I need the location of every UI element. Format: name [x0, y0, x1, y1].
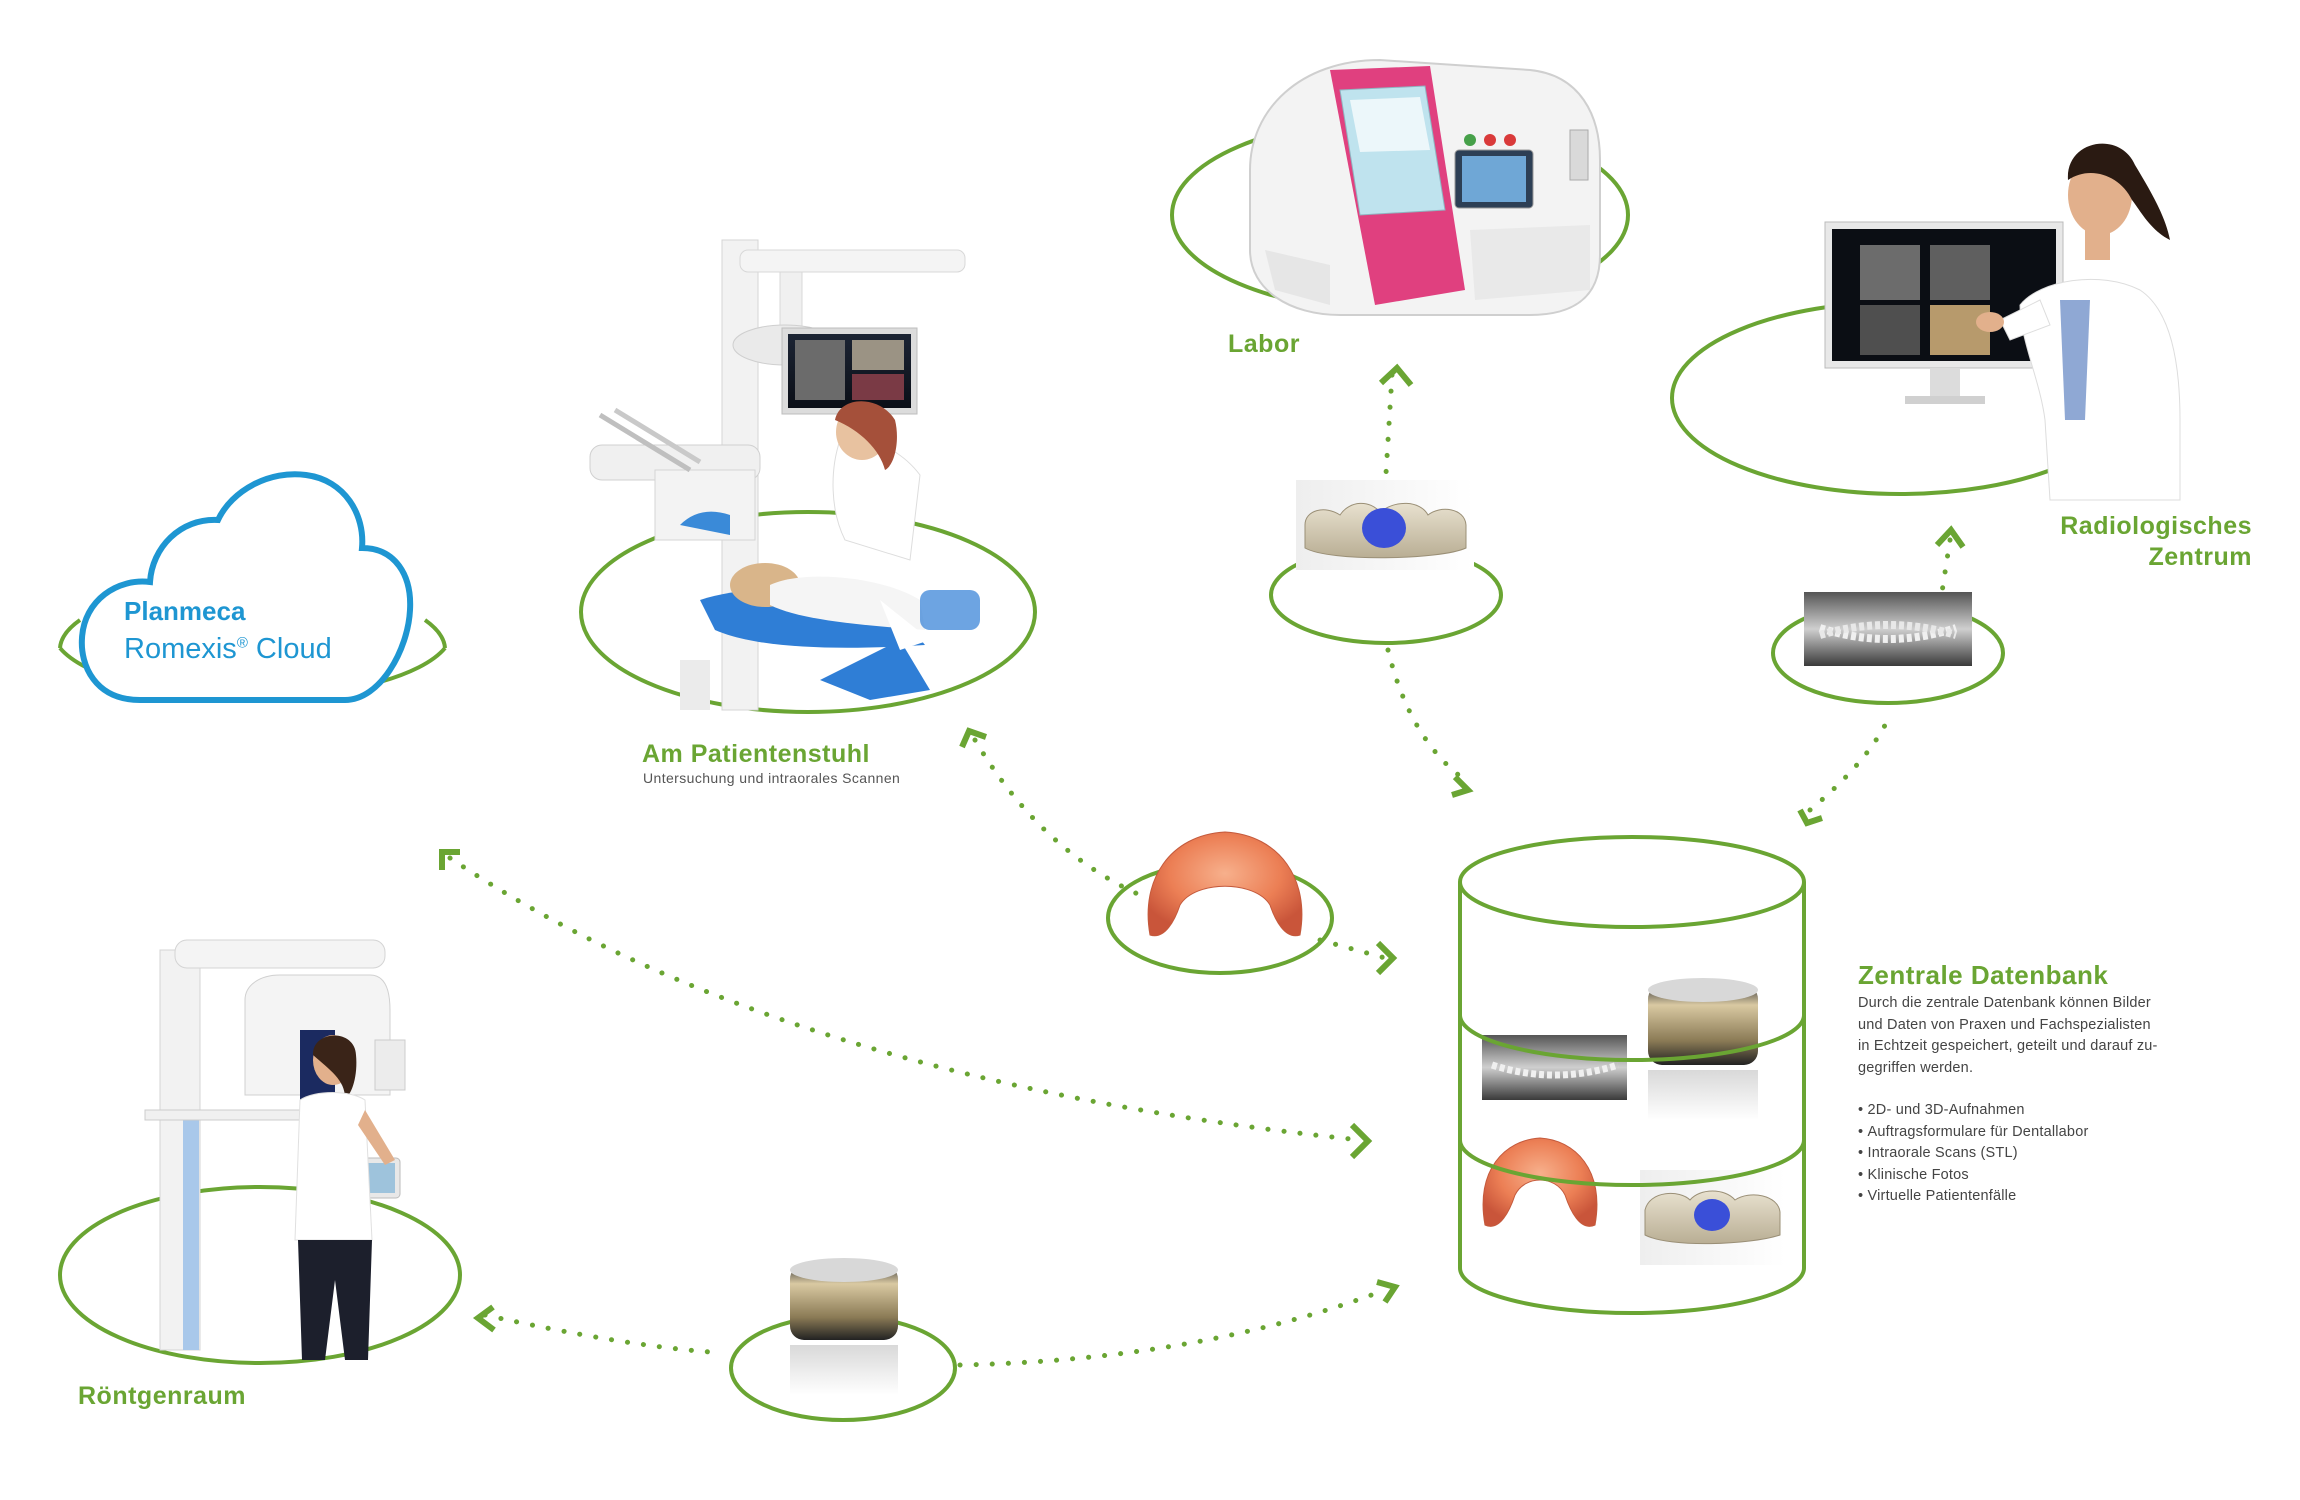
cloud-product-registered: ®: [236, 634, 248, 652]
cbct-reflection: [790, 1345, 898, 1395]
arrowheads: [439, 363, 1966, 1333]
central-db-title: Zentrale Datenbank: [1858, 960, 2109, 990]
chair-ellipse: [579, 510, 1037, 714]
connectors: [447, 372, 1953, 1368]
dental-unit-illustration: [589, 239, 980, 711]
cloud-product-suffix: Cloud: [247, 633, 332, 665]
intraoral-arch: [1147, 831, 1303, 937]
xray-patient-illustration: [294, 1035, 395, 1360]
connector-3d-to-db: [957, 1287, 1388, 1368]
connector-chair-to-scan: [972, 737, 1143, 898]
cloud-label: Planmeca Romexis® Cloud: [124, 596, 332, 666]
central-db-bullet: Klinische Fotos: [1858, 1165, 2158, 1187]
radiology-title-line2: Zentrum: [2148, 543, 2252, 571]
db-cylinder-outline: [1458, 835, 1806, 1315]
db-contents: [1482, 978, 1785, 1265]
xray-room-title: Röntgenraum: [78, 1382, 246, 1410]
arrowhead-lab: [1378, 363, 1414, 387]
xray-room-ellipse: [58, 1185, 462, 1365]
db-intraoral-arch: [1482, 1137, 1598, 1227]
patient-chair-node: [579, 239, 1037, 714]
stl-blue-tooth: [1362, 508, 1406, 548]
arrowhead-db-3d: [1376, 1279, 1400, 1304]
cloud-product-name: Romexis® Cloud: [124, 633, 332, 666]
central-db-desc-line: und Daten von Praxen und Fachspezialiste…: [1858, 1016, 2151, 1033]
connector-lab-to-stl: [1382, 372, 1395, 493]
central-db-text-block: Zentrale Datenbank Durch die zentrale Da…: [1858, 960, 2158, 1208]
arrowhead-xray: [472, 1304, 496, 1333]
central-db-bullet-list: 2D- und 3D-Aufnahmen Auftragsformulare f…: [1858, 1100, 2158, 1208]
intraoral-scan-node: [1106, 831, 1334, 975]
central-db-bullet: Auftragsformulare für Dentallabor: [1858, 1122, 2158, 1144]
radiology-node: [1670, 143, 2181, 501]
arrowhead-db-left-top: [1349, 1122, 1373, 1160]
radiologist-illustration: [1976, 143, 2181, 501]
db-middle-ring-1: [1458, 1014, 1806, 1062]
central-db-desc-line: gegriffen werden.: [1858, 1059, 1974, 1076]
radiology-monitor-illustration: [1824, 221, 2064, 404]
cloud-brand-name: Planmeca: [124, 596, 246, 626]
central-db-bullet: Intraorale Scans (STL): [1858, 1143, 2158, 1165]
arrowhead-radiology: [1934, 525, 1966, 549]
db-3d-cylinder: [1648, 985, 1758, 1065]
cloud-ellipse-back-right: [423, 618, 447, 649]
cbct-node: [729, 1258, 957, 1422]
arrowhead-cloud: [439, 849, 460, 870]
lab-node: [1170, 58, 1630, 316]
milling-machine-illustration: [1249, 58, 1601, 316]
radiology-title-line1: Radiologisches: [2060, 512, 2252, 540]
arrowhead-db-pano: [1797, 808, 1823, 827]
pano-node: [1771, 592, 2005, 705]
connector-cloud-to-db: [447, 855, 1363, 1143]
central-db-desc-line: Durch die zentrale Datenbank können Bild…: [1858, 995, 2151, 1011]
arrowhead-db-stl: [1451, 774, 1474, 798]
connector-radiology-to-pano: [1939, 537, 1953, 595]
connector-scan-to-db: [1317, 937, 1388, 961]
central-db-bullet: 2D- und 3D-Aufnahmen: [1858, 1100, 2158, 1122]
patient-chair-subtitle: Untersuchung und intraorales Scannen: [643, 770, 901, 786]
db-middle-ring-2: [1458, 1139, 1806, 1187]
arrowhead-chair: [959, 727, 987, 749]
cloud-shape: [78, 471, 414, 703]
cloud-ellipse-back-left: [58, 618, 82, 649]
cloud-product-main: Romexis: [124, 633, 237, 665]
central-db-desc-line: in Echtzeit gespeichert, geteilt und dar…: [1858, 1038, 2158, 1054]
central-db-description: Durch die zentrale Datenbank können Bild…: [1858, 993, 2158, 1079]
cbct-cylinder: [790, 1265, 898, 1340]
connector-db-to-pano: [1807, 712, 1893, 813]
central-db-bullet: Virtuelle Patientenfälle: [1858, 1186, 2158, 1208]
db-top-ellipse: [1458, 835, 1806, 929]
arrowhead-db-scan: [1375, 940, 1398, 976]
xray-room-node: [58, 939, 462, 1365]
lab-title: Labor: [1228, 330, 1300, 358]
db-bottom-ring: [1458, 1267, 1806, 1315]
connector-stl-to-db: [1385, 647, 1468, 783]
stl-scan-node: [1269, 480, 1503, 645]
patient-chair-title: Am Patientenstuhl: [642, 740, 870, 768]
connector-xray-to-3d: [482, 1312, 713, 1355]
central-db-node: [1458, 835, 1806, 1315]
cloud-node: [58, 471, 447, 703]
